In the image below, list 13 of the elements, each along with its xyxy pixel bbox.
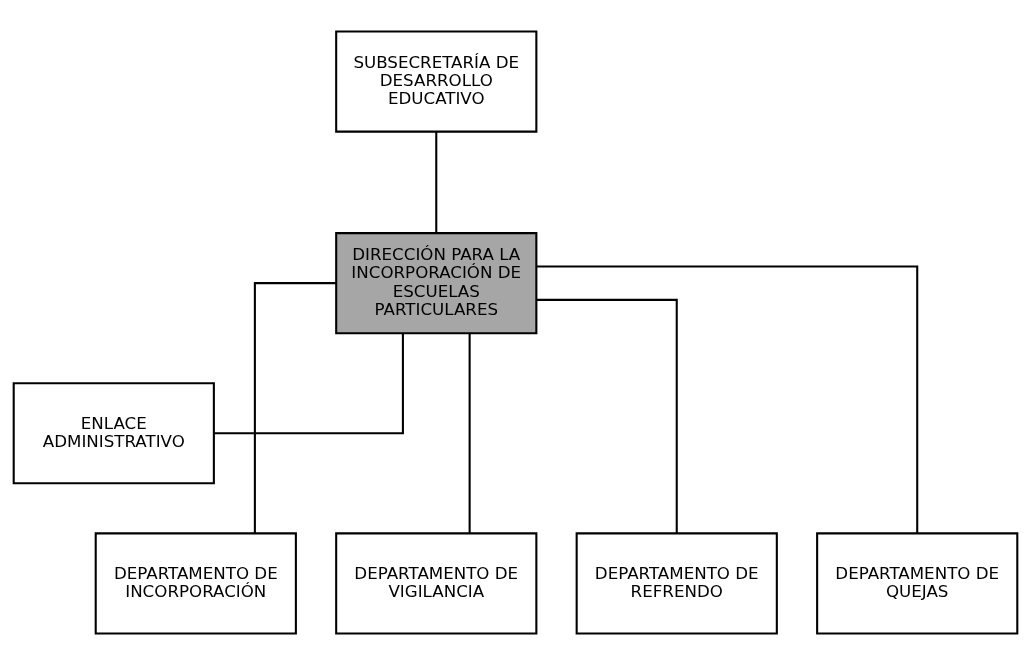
node-box: SUBSECRETARÍA DE DESARROLLO EDUCATIVO	[335, 30, 538, 133]
node-box: DEPARTAMENTO DE VIGILANCIA	[335, 531, 538, 634]
node-box: DEPARTAMENTO DE REFRENDO	[575, 531, 778, 634]
connector	[536, 264, 919, 533]
node-box: DIRECCIÓN PARA LA INCORPORACIÓN DE ESCUELAS PARTICULARES	[335, 231, 538, 334]
node-box: ENLACE ADMINISTRATIVO	[12, 381, 215, 484]
connector	[468, 332, 471, 533]
node-box: DEPARTAMENTO DE INCORPORACIÓN	[94, 531, 297, 634]
connector	[214, 333, 404, 434]
connector	[253, 281, 336, 533]
node-box: DEPARTAMENTO DE QUEJAS	[816, 531, 1019, 634]
connector	[435, 131, 438, 233]
connector	[536, 298, 678, 533]
